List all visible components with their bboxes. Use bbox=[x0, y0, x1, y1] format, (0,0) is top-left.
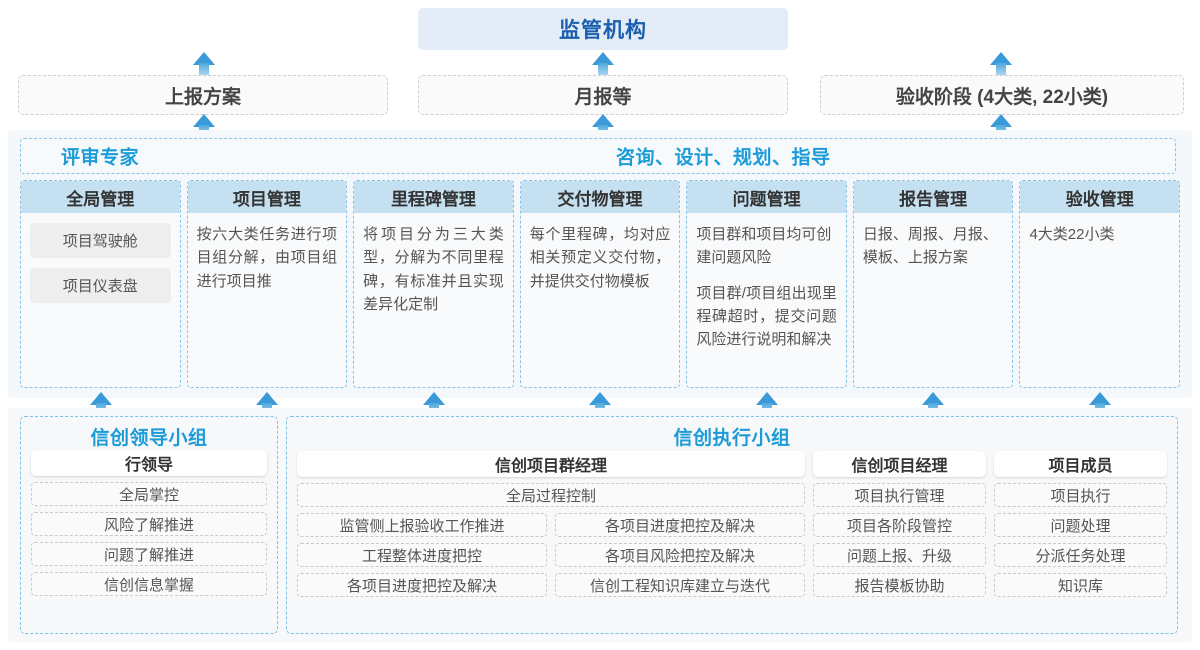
role-item[interactable]: 全局过程控制 bbox=[297, 483, 805, 507]
role-header[interactable]: 信创项目经理 bbox=[813, 451, 986, 477]
column-description: 日报、周报、月报、模板、上报方案 bbox=[862, 226, 998, 267]
role-item[interactable]: 全局掌控 bbox=[31, 482, 267, 506]
role-item[interactable]: 项目各阶段管控 bbox=[813, 513, 986, 537]
pm-left-column: 监管侧上报验收工作推进 工程整体进度把控 各项目进度把控及解决 bbox=[297, 513, 547, 603]
column-description: 将项目分为三大类型，分解为不同里程碑，有标准并且实现差异化定制 bbox=[363, 226, 504, 313]
column-title: 报告管理 bbox=[899, 189, 968, 209]
management-columns: 全局管理 项目驾驶舱 项目仪表盘 项目管理 按六大类任务进行项目组分解，由项目组… bbox=[20, 180, 1181, 388]
block-project-manager: 信创项目经理 项目执行管理 项目各阶段管控 问题上报、升级 报告模板协助 bbox=[813, 451, 986, 603]
role-header[interactable]: 信创项目群经理 bbox=[297, 451, 805, 477]
report-label: 月报等 bbox=[574, 86, 632, 108]
role-item[interactable]: 工程整体进度把控 bbox=[297, 543, 547, 567]
column-acceptance-management[interactable]: 验收管理 4大类22小类 bbox=[1019, 180, 1181, 388]
report-label: 验收阶段 (4大类, 22小类) bbox=[895, 86, 1109, 108]
group-title: 信创领导小组 bbox=[90, 428, 208, 449]
column-issue-management[interactable]: 问题管理 项目群和项目均可创建问题风险 项目群/项目组出现里程碑超时，提交问题风… bbox=[686, 180, 847, 388]
role-item[interactable]: 项目执行管理 bbox=[813, 483, 986, 507]
teams-layer: 信创领导小组 行领导 全局掌控 风险了解推进 问题了解推进 信创信息掌握 信创执… bbox=[8, 408, 1192, 642]
column-milestone-management[interactable]: 里程碑管理 将项目分为三大类型，分解为不同里程碑，有标准并且实现差异化定制 bbox=[353, 180, 514, 388]
arrow-up-icon bbox=[193, 52, 215, 78]
column-global-management[interactable]: 全局管理 项目驾驶舱 项目仪表盘 bbox=[20, 180, 181, 388]
role-item[interactable]: 各项目进度把控及解决 bbox=[555, 513, 805, 537]
column-chip[interactable]: 项目驾驶舱 bbox=[30, 223, 171, 258]
report-box-plan[interactable]: 上报方案 bbox=[18, 75, 388, 115]
role-item[interactable]: 问题上报、升级 bbox=[813, 543, 986, 567]
role-header[interactable]: 行领导 bbox=[31, 450, 267, 476]
management-layer: 评审专家 咨询、设计、规划、指导 全局管理 项目驾驶舱 项目仪表盘 项目管理 按… bbox=[8, 130, 1192, 398]
role-item[interactable]: 知识库 bbox=[994, 573, 1167, 597]
band-label-review-experts: 评审专家 bbox=[61, 147, 140, 169]
role-item[interactable]: 监管侧上报验收工作推进 bbox=[297, 513, 547, 537]
role-item[interactable]: 信创工程知识库建立与迭代 bbox=[555, 573, 805, 597]
column-chip[interactable]: 项目仪表盘 bbox=[30, 268, 171, 303]
column-title: 交付物管理 bbox=[557, 189, 643, 209]
report-box-acceptance[interactable]: 验收阶段 (4大类, 22小类) bbox=[820, 75, 1184, 115]
block-project-member: 项目成员 项目执行 问题处理 分派任务处理 知识库 bbox=[994, 451, 1167, 603]
role-header[interactable]: 项目成员 bbox=[994, 451, 1167, 477]
column-description: 按六大类任务进行项目组分解，由项目组进行项目推 bbox=[196, 226, 338, 290]
column-description: 项目群/项目组出现里程碑超时，提交问题风险进行说明和解决 bbox=[696, 284, 837, 349]
role-item[interactable]: 各项目风险把控及解决 bbox=[555, 543, 805, 567]
expert-band: 评审专家 咨询、设计、规划、指导 bbox=[20, 138, 1176, 174]
column-description: 每个里程碑，均对应相关预定义交付物，并提供交付物模板 bbox=[529, 226, 671, 290]
role-item[interactable]: 问题处理 bbox=[994, 513, 1167, 537]
role-item[interactable]: 风险了解推进 bbox=[31, 512, 267, 536]
arrow-up-icon bbox=[990, 52, 1012, 78]
group-execution: 信创执行小组 信创项目群经理 全局过程控制 监管侧上报验收工作推进 工程整体进度… bbox=[286, 416, 1178, 634]
arrow-up-icon bbox=[592, 52, 614, 78]
group-leading: 信创领导小组 行领导 全局掌控 风险了解推进 问题了解推进 信创信息掌握 bbox=[20, 416, 278, 634]
column-description: 项目群和项目均可创建问题风险 bbox=[696, 226, 832, 267]
column-report-management[interactable]: 报告管理 日报、周报、月报、模板、上报方案 bbox=[852, 180, 1014, 388]
column-title: 全局管理 bbox=[66, 189, 135, 209]
role-item[interactable]: 报告模板协助 bbox=[813, 573, 986, 597]
column-title: 验收管理 bbox=[1065, 189, 1134, 209]
column-project-management[interactable]: 项目管理 按六大类任务进行项目组分解，由项目组进行项目推 bbox=[186, 180, 348, 388]
column-title: 项目管理 bbox=[232, 189, 301, 209]
column-title: 里程碑管理 bbox=[390, 189, 476, 209]
role-item[interactable]: 问题了解推进 bbox=[31, 542, 267, 566]
band-label-consulting: 咨询、设计、规划、指导 bbox=[616, 147, 831, 169]
role-item[interactable]: 信创信息掌握 bbox=[31, 572, 267, 596]
role-item[interactable]: 各项目进度把控及解决 bbox=[297, 573, 547, 597]
group-title: 信创执行小组 bbox=[673, 428, 791, 449]
column-title: 问题管理 bbox=[732, 189, 801, 209]
report-label: 上报方案 bbox=[164, 86, 241, 108]
report-box-monthly[interactable]: 月报等 bbox=[418, 75, 788, 115]
column-deliverable-management[interactable]: 交付物管理 每个里程碑，均对应相关预定义交付物，并提供交付物模板 bbox=[519, 180, 681, 388]
block-program-manager: 信创项目群经理 全局过程控制 监管侧上报验收工作推进 工程整体进度把控 各项目进… bbox=[297, 451, 805, 603]
role-item[interactable]: 分派任务处理 bbox=[994, 543, 1167, 567]
column-description: 4大类22小类 bbox=[1029, 226, 1115, 243]
regulator-box: 监管机构 bbox=[418, 8, 788, 50]
regulator-label: 监管机构 bbox=[559, 19, 647, 42]
role-item[interactable]: 项目执行 bbox=[994, 483, 1167, 507]
pm-right-column: 各项目进度把控及解决 各项目风险把控及解决 信创工程知识库建立与迭代 bbox=[555, 513, 805, 603]
